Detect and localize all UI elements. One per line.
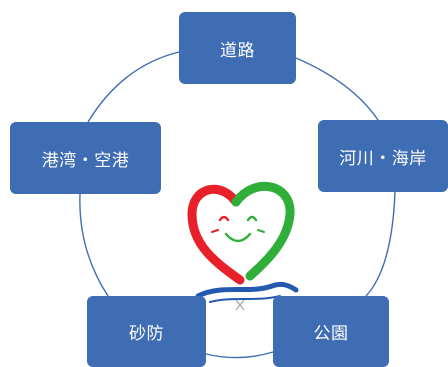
node-sabo: 砂防 — [87, 296, 206, 367]
heart-left-stroke — [187, 184, 245, 285]
connector-harbor-road — [87, 51, 180, 123]
right-cheek — [257, 229, 265, 233]
connector-road-river — [295, 57, 379, 121]
node-river-coast: 河川・海岸 — [318, 120, 448, 192]
heart-face — [211, 215, 265, 243]
node-sabo-label: 砂防 — [129, 324, 164, 344]
node-park-label: 公園 — [313, 324, 349, 344]
wave-base — [195, 281, 299, 299]
node-road-label: 道路 — [220, 40, 255, 61]
connector-sabo-harbor — [79, 193, 109, 297]
right-eye — [246, 215, 258, 222]
connector-park-sabo — [205, 351, 274, 359]
smile — [224, 232, 252, 243]
heart-right-stroke — [231, 181, 295, 281]
node-harbor-airport-label: 港湾・空港 — [41, 150, 130, 171]
node-road: 道路 — [179, 12, 296, 84]
node-park: 公園 — [273, 296, 389, 367]
left-cheek — [211, 229, 219, 233]
left-eye — [218, 215, 230, 222]
connectors — [79, 51, 396, 359]
connector-river-park — [365, 191, 396, 297]
sparkle-marks — [235, 299, 245, 311]
smiling-heart-logo — [187, 181, 299, 311]
wave-base-thin — [209, 295, 281, 303]
node-harbor-airport: 港湾・空港 — [10, 122, 161, 194]
node-river-coast-label: 河川・海岸 — [339, 148, 427, 169]
